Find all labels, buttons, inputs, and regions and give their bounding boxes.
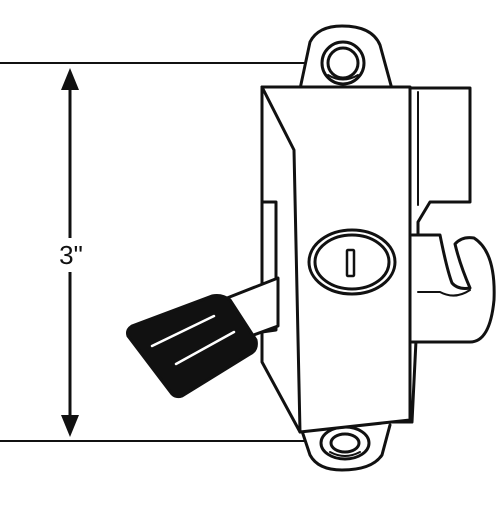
top-mounting-tab <box>298 24 394 91</box>
keyhole-icon <box>345 248 356 278</box>
key-cylinder <box>307 228 397 296</box>
dimension-label: 3" <box>40 238 102 272</box>
thumb-lever-handle <box>126 294 258 399</box>
hook-latch <box>410 233 496 344</box>
bottom-mounting-tab <box>298 423 392 472</box>
